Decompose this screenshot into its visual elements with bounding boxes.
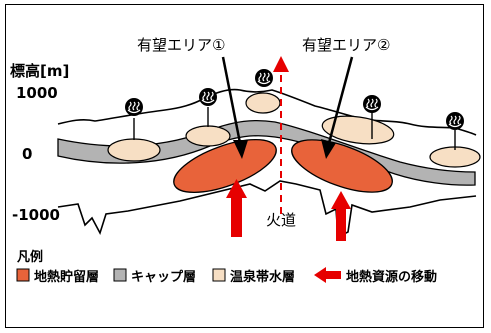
tick-1000: 1000 <box>16 84 58 102</box>
legend-label-reservoir: 地熱貯留層 <box>34 269 99 285</box>
legend-label-cap: キャップ層 <box>131 270 196 285</box>
pointer-arrow-1 <box>221 56 248 159</box>
aquifer-2 <box>185 125 231 147</box>
legend-swatch-cap <box>113 268 127 282</box>
migration-arrow-left <box>226 179 247 237</box>
hot-spring-icon <box>125 98 143 116</box>
pointer-arrow-2 <box>321 56 354 159</box>
aquifer-3 <box>245 92 281 114</box>
reservoir-left <box>173 139 277 193</box>
axis-title: 標高[m] <box>10 62 69 80</box>
legend-swatch-aquifer <box>212 268 226 282</box>
conduit-arrowhead <box>273 56 289 72</box>
legend-label-migration: 地熱資源の移動 <box>346 269 437 285</box>
hot-spring-icon <box>363 95 381 113</box>
migration-arrow-right <box>331 191 351 241</box>
legend-title: 凡例 <box>17 249 43 265</box>
aquifer-4 <box>321 115 395 145</box>
hot-spring-icons <box>125 69 464 130</box>
legend-label-aquifer: 温泉帯水層 <box>230 269 295 285</box>
hot-spring-icon <box>255 69 273 87</box>
legend-swatch-reservoir <box>16 268 30 282</box>
reservoir-right <box>291 139 393 193</box>
tick-0: 0 <box>22 145 32 163</box>
conduit-label: 火道 <box>266 211 296 229</box>
hot-spring-icon <box>446 112 464 130</box>
basement-boundary <box>57 180 477 239</box>
area2-label: 有望エリア② <box>302 36 390 54</box>
wells <box>133 107 456 150</box>
legend-red-arrow-icon <box>314 267 341 283</box>
aquifer-1 <box>107 138 161 162</box>
area1-label: 有望エリア① <box>137 36 225 54</box>
hot-spring-icon <box>199 88 217 106</box>
tick-minus-1000: -1000 <box>12 206 60 224</box>
